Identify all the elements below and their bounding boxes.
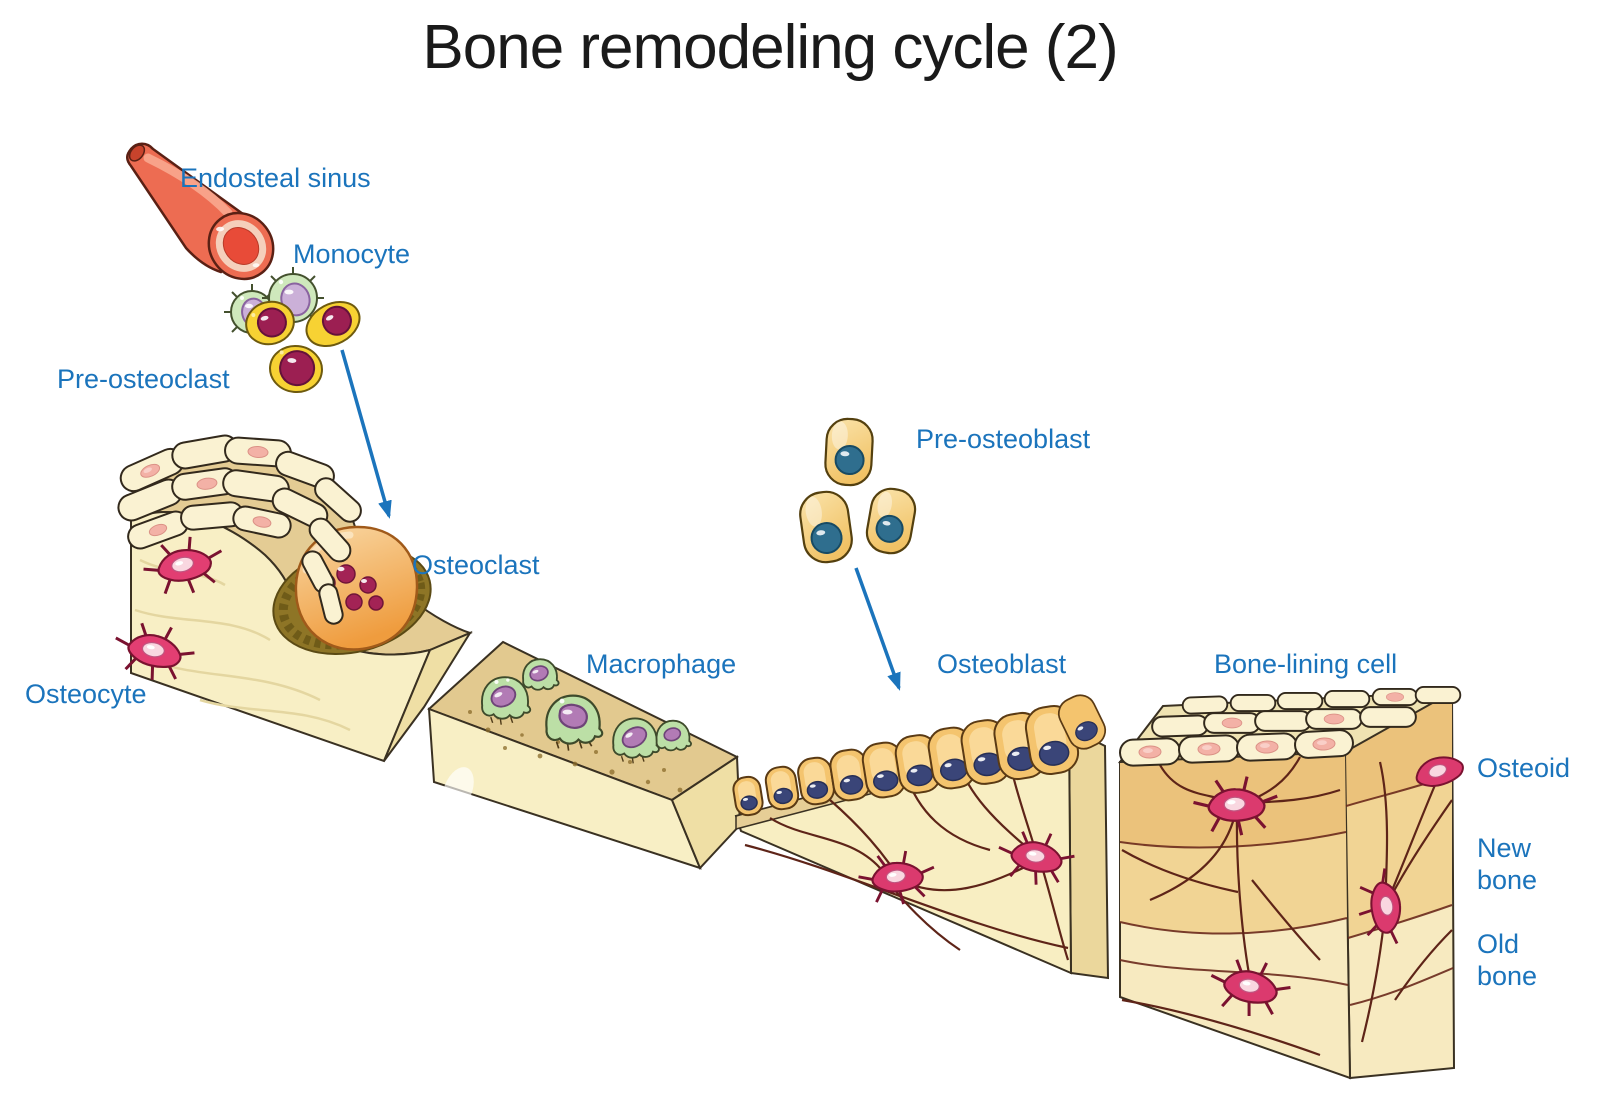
bone-block-quiescent [1117,686,1464,1080]
osteocyte-cell [998,831,1075,885]
endosteal-sinus-vessel [126,142,275,281]
osteocyte-cell [1210,959,1291,1017]
osteoblast-cell [829,748,871,802]
bone-block-formation [732,694,1110,980]
osteocyte-cell [858,850,935,905]
osteocyte-cell [115,622,195,680]
label-macrophage: Macrophage [586,649,737,679]
label-endosteal-sinus: Endosteal sinus [180,163,371,193]
macrophage-cell [522,658,560,691]
osteoblast-cell [861,741,907,799]
new-bone-band-front [1120,832,1347,934]
pre-osteoclast-cell [245,300,295,346]
label-osteoid: Osteoid [1477,753,1571,783]
pre-osteoblast-cell [824,417,874,487]
label-old-bone: Old bone [1477,929,1538,991]
pre-osteoblast-cell [799,490,853,564]
bone-block-resorption [115,434,473,763]
label-osteoblast: Osteoblast [937,649,1067,679]
osteoblast-cell [764,765,800,811]
osteoblast-cell [732,775,764,817]
label-new-bone: New bone [1477,833,1538,895]
macrophage-cell [655,719,692,752]
osteocyte-cell [1415,756,1464,787]
vessel-opening [207,211,275,281]
label-osteoclast: Osteoclast [412,550,540,580]
osteoclast-cell [294,525,419,651]
label-pre-osteoblast: Pre-osteoblast [916,424,1091,454]
osteocyte-cell [1358,868,1402,945]
macrophage-cell [545,694,604,751]
bone-lining-cell-layer [1119,686,1462,767]
label-pre-osteoclast: Pre-osteoclast [57,364,230,394]
osteocyte-cell [143,536,223,595]
label-osteocyte: Osteocyte [25,679,147,709]
bone-lining-cell-mound [117,434,362,625]
macrophage-cell [612,717,660,764]
pre-osteoblast-cell [865,487,917,555]
diagram-title: Bone remodeling cycle (2) [422,13,1118,82]
label-bone-lining-cell: Bone-lining cell [1214,649,1398,679]
osteocyte-cell [1193,776,1278,836]
pre-osteoblast-cells [799,417,917,564]
bone-step-face [383,630,473,762]
macrophage-cell [481,676,532,725]
pre-osteoclast-cell [269,344,323,394]
label-monocyte: Monocyte [293,239,411,269]
bone-end-face [1067,726,1110,980]
pre-osteoclast-cell [305,300,361,348]
arrow-preosteoblast-to-osteoblast [854,567,901,691]
arrow-preosteoclast-to-osteoclast [340,349,392,519]
osteoblast-cell [1057,694,1107,750]
osteoblast-row [732,694,1107,817]
pre-osteoclast-cells [245,300,361,394]
